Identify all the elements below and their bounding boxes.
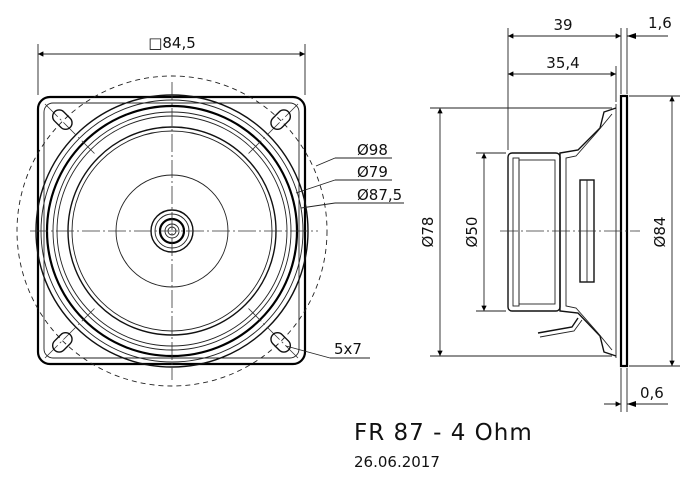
hole-axis-br [247, 307, 299, 359]
dim-d79: Ø79 [357, 163, 388, 181]
leader-holes [285, 345, 331, 359]
frame-inner [43, 102, 300, 359]
side-view: 39 1,6 35,4 Ø78 Ø50 Ø84 0,6 [419, 14, 680, 412]
arrow-16 [627, 33, 636, 39]
magnet-front-plate [507, 152, 561, 312]
leader-d98 [315, 157, 336, 167]
drawing-title: FR 87 - 4 Ohm [354, 420, 533, 446]
magnet-body [518, 159, 556, 305]
hole-axis-tr [247, 103, 299, 155]
basket-inner [565, 113, 613, 351]
mounting-hole-tl [51, 109, 73, 131]
dim-gasket: 0,6 [640, 384, 664, 402]
dim-d98: Ø98 [357, 141, 388, 159]
frame-outer [36, 95, 307, 366]
mounting-hole-bl [51, 331, 73, 353]
dim-d875: Ø87,5 [357, 186, 402, 204]
hole-axis-bl [44, 307, 96, 359]
magnet-ring-1 [512, 157, 520, 307]
dim-d84: Ø84 [651, 217, 669, 248]
terminal-tab [537, 317, 579, 334]
leader-d875 [300, 202, 336, 209]
dim-d78: Ø78 [419, 217, 437, 248]
drawing-date: 26.06.2017 [354, 453, 440, 471]
dim-depth-magnet: 35,4 [546, 54, 579, 72]
hole-axis-tl [44, 103, 96, 155]
dim-flange-thickness: 1,6 [648, 14, 672, 32]
mounting-hole-br [270, 331, 292, 353]
leader-d79 [295, 179, 336, 194]
dim-d50: Ø50 [463, 217, 481, 248]
dim-front-width: □84,5 [148, 34, 196, 52]
basket-outline [559, 107, 617, 357]
circle-d98 [16, 75, 328, 387]
mounting-hole-tr [270, 109, 292, 131]
arrow-06 [627, 401, 636, 407]
dim-holes: 5x7 [334, 340, 362, 358]
dim-depth-total: 39 [553, 16, 572, 34]
terminal-tab-edge [539, 319, 583, 338]
front-view: □84,5 Ø98 Ø79 Ø87,5 5x7 [16, 34, 404, 387]
